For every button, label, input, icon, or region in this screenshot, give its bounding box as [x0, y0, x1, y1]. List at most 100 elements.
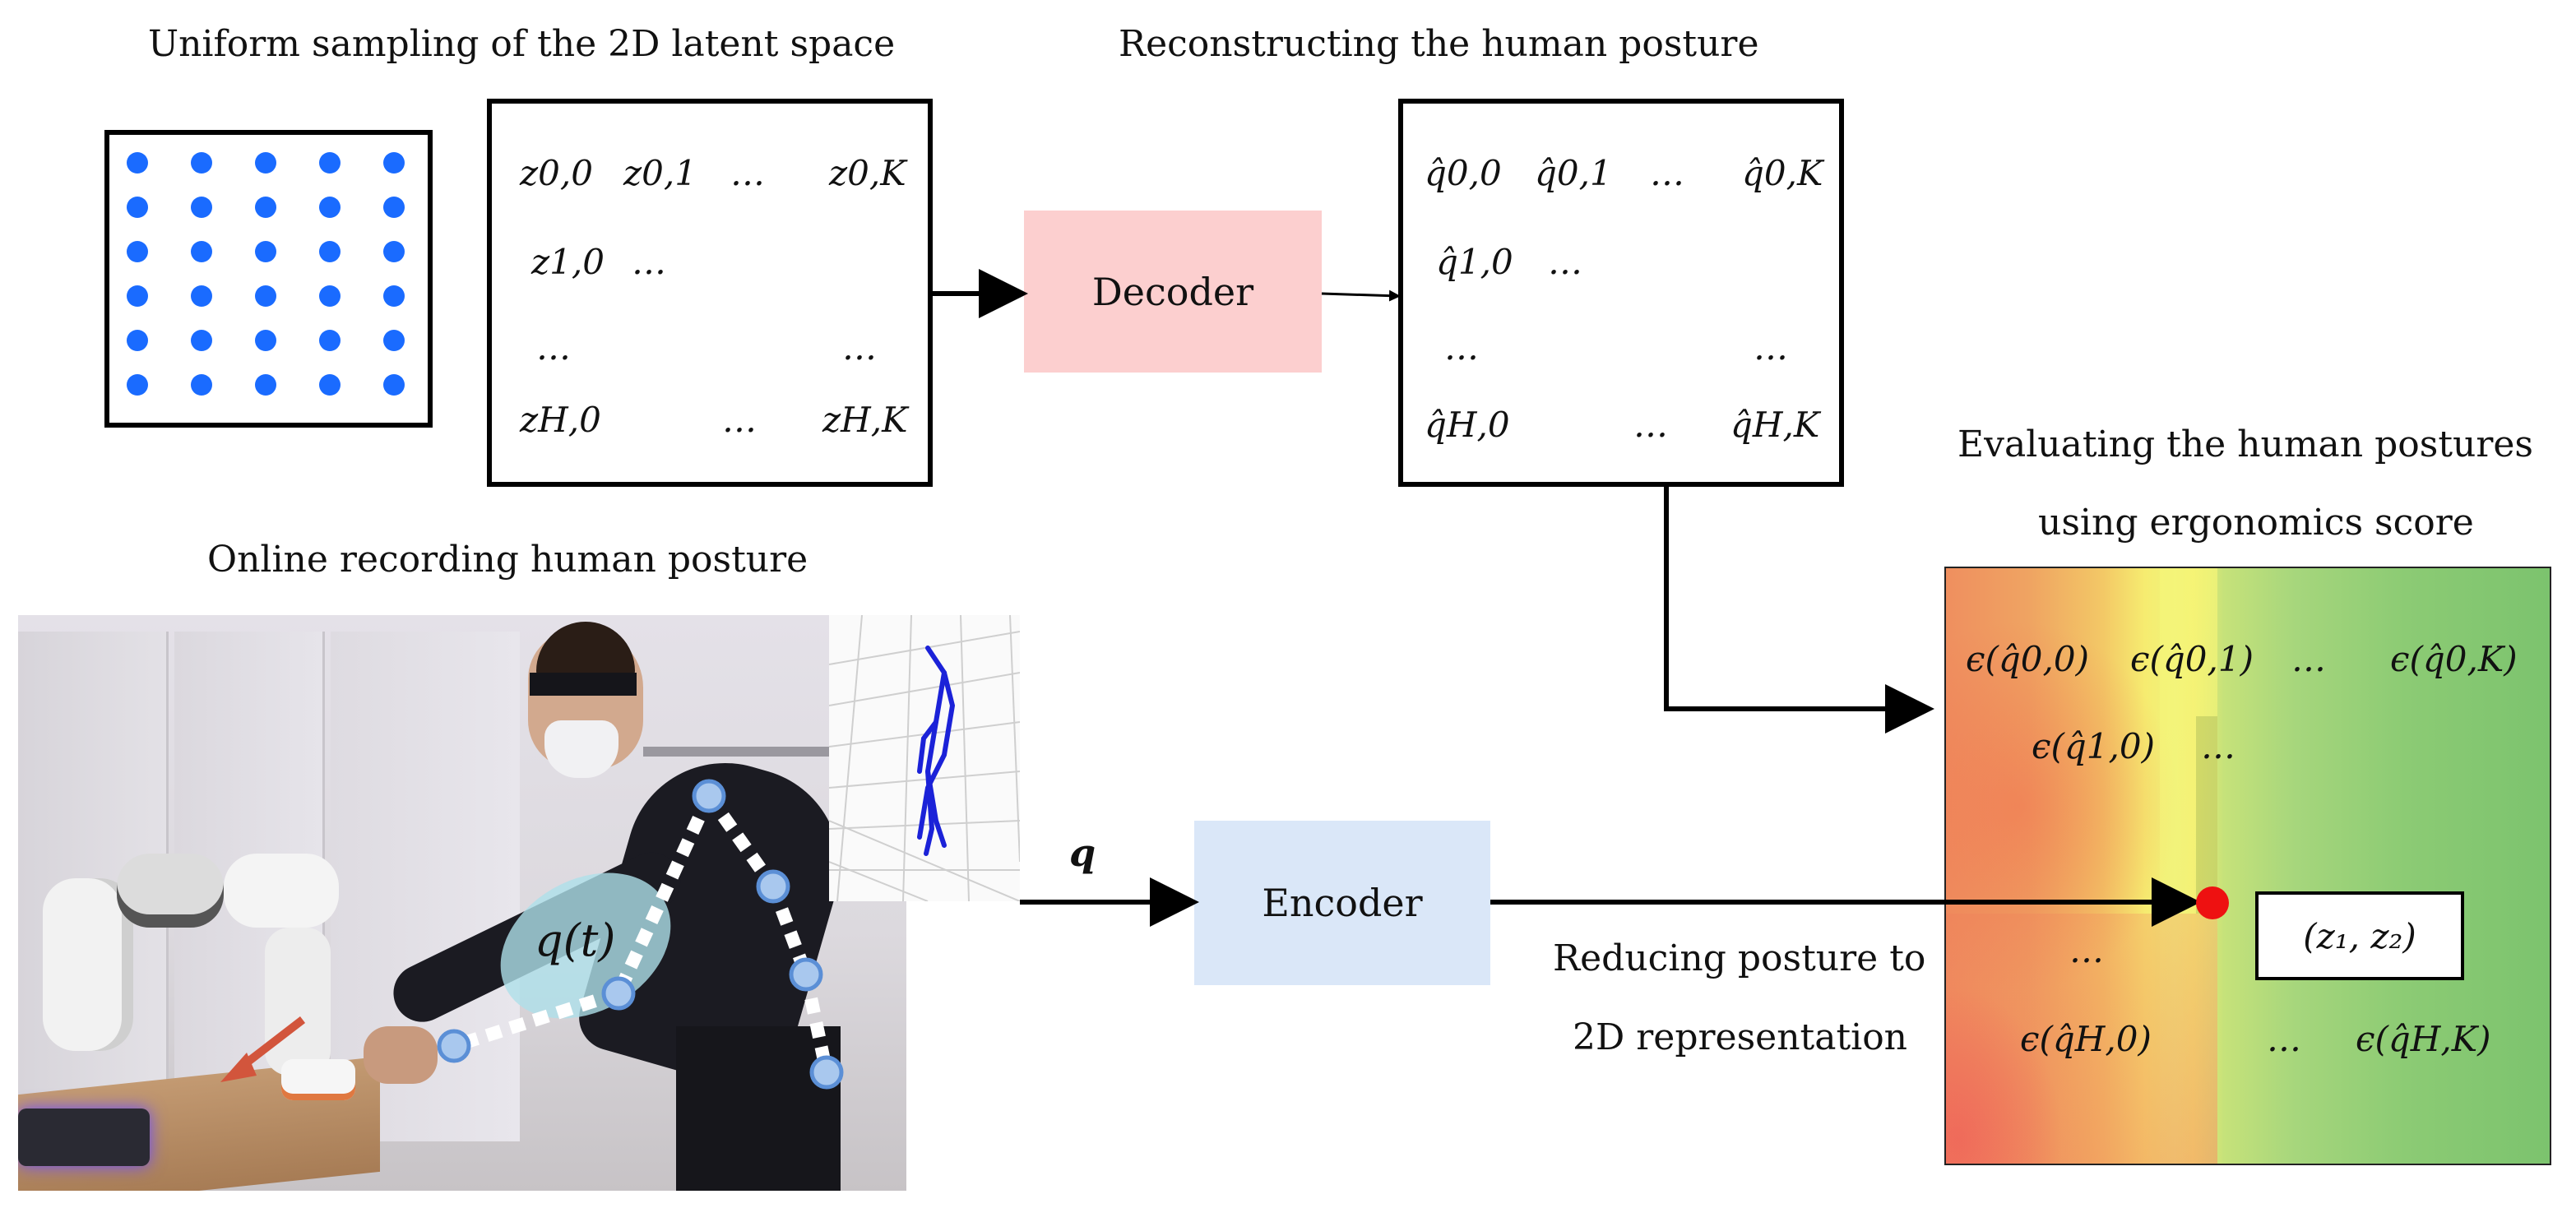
latent-dots-row2-left: … — [536, 327, 571, 368]
latent-sample-dot — [127, 152, 148, 174]
latent-sample-dot — [383, 330, 405, 351]
latent-z0K: z0,K — [829, 153, 906, 193]
latent-dots-rowH: … — [722, 400, 757, 440]
latent-sample-dot — [383, 197, 405, 218]
latent-sample-dot — [319, 197, 341, 218]
q-t-label: q(t) — [535, 914, 616, 966]
robot-forearm — [265, 928, 331, 1076]
posture-dots-row1: … — [1548, 242, 1582, 282]
arrow-postures-to-heatmap — [1664, 487, 1934, 734]
score-dots-rowH: … — [2267, 1019, 2301, 1059]
score-eH0: ϵ(q̂H,0) — [2020, 1019, 2152, 1059]
latent-sample-dot — [191, 241, 212, 262]
robot-upper-arm — [224, 854, 339, 928]
latent-sample-dot — [191, 330, 212, 351]
latent-z10: z1,0 — [531, 242, 605, 282]
score-dots-row1: … — [2201, 726, 2235, 766]
posture-dots-row2-right: … — [1754, 327, 1788, 368]
posture-dots-rowH: … — [1633, 405, 1668, 445]
latent-sample-dot — [319, 152, 341, 174]
latent-dot-grid — [109, 135, 428, 423]
latent-sample-dot — [127, 197, 148, 218]
latent-z00: z0,0 — [520, 153, 593, 193]
robot-base-plate — [18, 1108, 150, 1166]
posture-qH0: q̂H,0 — [1425, 405, 1510, 445]
posture-dots-row2-left: … — [1444, 327, 1479, 368]
latent-sample-dot — [383, 152, 405, 174]
latent-sample-dot — [127, 330, 148, 351]
online-heading: Online recording human posture — [207, 539, 808, 581]
reconstruct-heading: Reconstructing the human posture — [1119, 23, 1759, 65]
latent-z01: z0,1 — [623, 153, 697, 193]
latent-zH0: zH,0 — [520, 400, 601, 440]
posture-q01: q̂0,1 — [1535, 153, 1612, 193]
z-pair-box: (z₁, z₂) — [2255, 891, 2464, 980]
latent-sample-dot — [383, 241, 405, 262]
z-pair-label: (z₁, z₂) — [2303, 915, 2416, 956]
latent-sample-dot — [255, 374, 276, 396]
latent-sample-dot — [319, 330, 341, 351]
sampling-heading: Uniform sampling of the 2D latent space — [148, 23, 896, 65]
robot-base — [43, 878, 133, 1051]
latent-sample-dot — [127, 374, 148, 396]
motion-direction-arrowhead — [220, 1053, 257, 1082]
score-e01: ϵ(q̂0,1) — [2130, 639, 2254, 679]
human-robot-photo — [18, 615, 906, 1191]
skeleton-3d-plot — [829, 615, 1020, 901]
robot-joint — [117, 854, 224, 928]
decoder-block: Decoder — [1024, 211, 1322, 373]
latent-matrix-box: z0,0 z0,1 … z0,K z1,0 … … … zH,0 … zH,K — [487, 99, 933, 487]
latent-sample-dot — [319, 285, 341, 307]
score-dots-row0: … — [2291, 639, 2326, 679]
latent-dots-row1: … — [632, 242, 666, 282]
latent-sample-dot — [191, 152, 212, 174]
latent-sample-dot — [191, 374, 212, 396]
latent-sample-dot — [191, 197, 212, 218]
latent-grid-box — [104, 130, 433, 428]
score-e0K: ϵ(q̂0,K) — [2390, 639, 2518, 679]
reduce-label-line1: Reducing posture to — [1553, 937, 1926, 979]
score-e00: ϵ(q̂0,0) — [1966, 639, 2089, 679]
score-eHK: ϵ(q̂H,K) — [2356, 1019, 2491, 1059]
latent-sample-dot — [319, 241, 341, 262]
score-dots-row2: … — [2069, 930, 2104, 970]
evaluate-heading-line1: Evaluating the human postures — [1957, 423, 2534, 465]
latent-sample-dot — [319, 374, 341, 396]
robot-gripper — [281, 1059, 355, 1100]
posture-q0K: q̂0,K — [1742, 153, 1823, 193]
score-band-yellow — [2160, 568, 2217, 1164]
posture-dots-row0: … — [1650, 153, 1684, 193]
human-legs — [676, 1026, 841, 1191]
latent-sample-dot — [383, 374, 405, 396]
score-e10: ϵ(q̂1,0) — [2032, 726, 2155, 766]
score-lower-orange — [1946, 914, 2217, 1164]
latent-sample-dot — [255, 285, 276, 307]
latent-sample-dot — [191, 285, 212, 307]
latent-zHK: zH,K — [822, 400, 908, 440]
posture-q00: q̂0,0 — [1425, 153, 1502, 193]
skeleton-joints — [437, 779, 844, 1090]
q-arrow-label: q — [1069, 831, 1096, 875]
encoder-block: Encoder — [1194, 821, 1490, 985]
arrow-decoder-to-postures — [1321, 289, 1401, 302]
latent-sample-dot — [127, 285, 148, 307]
latent-dots-row2-right: … — [842, 327, 877, 368]
latent-sample-dot — [255, 330, 276, 351]
encoded-posture-marker — [2196, 886, 2229, 919]
evaluate-heading-line2: using ergonomics score — [2038, 502, 2474, 544]
posture-q10: q̂1,0 — [1436, 242, 1513, 282]
latent-sample-dot — [255, 152, 276, 174]
human-hand — [364, 1026, 438, 1084]
skeleton-3d-svg — [829, 615, 1020, 901]
posture-qHK: q̂H,K — [1730, 405, 1820, 445]
latent-sample-dot — [383, 285, 405, 307]
posture-matrix-box: q̂0,0 q̂0,1 … q̂0,K q̂1,0 … … … q̂H,0 … … — [1398, 99, 1844, 487]
latent-dots-row0: … — [730, 153, 765, 193]
latent-sample-dot — [255, 241, 276, 262]
human-headband — [530, 673, 637, 696]
human-mask — [544, 720, 619, 778]
reduce-label-line2: 2D representation — [1573, 1016, 1908, 1058]
latent-sample-dot — [127, 241, 148, 262]
latent-sample-dot — [255, 197, 276, 218]
